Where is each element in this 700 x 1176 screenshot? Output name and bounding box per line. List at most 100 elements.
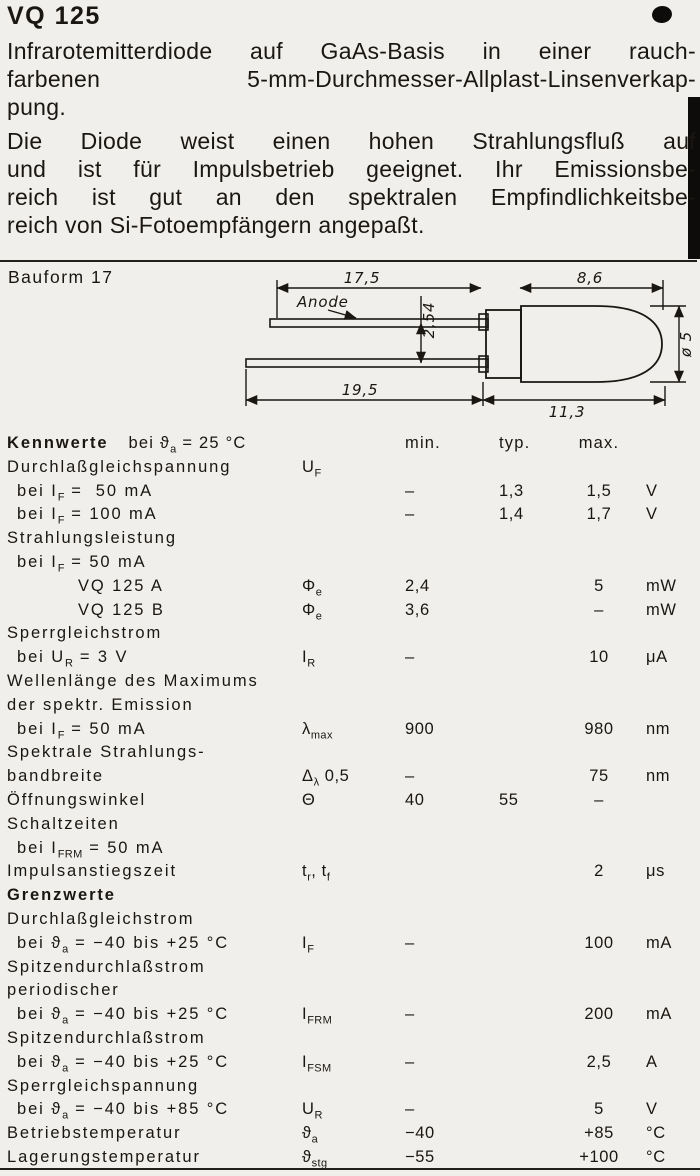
cell-min [395,456,475,480]
description: Infrarotemitterdiode auf GaAs-Basis in e… [7,37,696,239]
dim-label-19-5: 19,5 [342,381,379,399]
description-paragraph: Infrarotemitterdiode auf GaAs-Basis in e… [7,37,696,121]
part-number-title: VQ 125 [7,2,101,30]
cell-max [560,694,638,718]
cell-label: Öffnungswinkel [7,790,147,809]
cell-label: bei ϑa = −40 bis +25 °C [17,1052,230,1075]
cell-typ [475,622,560,646]
table-row: Durchlaßgleichstrom [0,908,700,932]
cell-max [560,1075,638,1099]
cell-unit: mA [646,1005,672,1024]
table-row: bei IFRM = 50 mA [0,837,700,861]
cell-min [395,979,475,1003]
kennwerte-title: Kennwerte [7,434,109,452]
cell-typ [475,551,560,575]
cell-typ [475,956,560,980]
description-line: farbenen 5-mm-Durchmesser-Allplast-Linse… [7,66,696,92]
cell-label: bei ϑa = −40 bis +85 °C [17,1100,230,1122]
cell-max [560,837,638,861]
cell-min: 3,6 [405,600,430,619]
cell-max [560,908,638,932]
cell-typ [475,718,560,742]
cell-min [395,908,475,932]
cell-min [395,551,475,575]
cell-symbol: λmax [302,719,333,741]
cell-min: – [405,933,415,952]
cell-max: 980 [584,719,614,738]
table-row: Spitzendurchlaßstrom [0,956,700,980]
cell-min [395,694,475,718]
col-header-max: max. [578,434,620,452]
cell-symbol: IF [302,933,315,956]
section-divider [0,260,697,262]
cell-symbol [290,956,395,980]
description-line: Die Diode weist einen hohen Strahlungsfl… [7,128,696,154]
dim-label-2-54: 2,54 [420,302,438,339]
cell-symbol [290,551,395,575]
cell-max: +100 [579,1147,619,1166]
cell-min: −55 [405,1147,435,1166]
table-section-header: Grenzwerte [0,884,700,908]
cell-symbol [290,1027,395,1051]
cell-min [395,622,475,646]
cell-typ [475,575,560,599]
cell-max: – [594,790,604,809]
cell-typ [475,1027,560,1051]
cell-label: Spitzendurchlaßstrom [7,957,206,976]
cell-unit: mW [646,600,677,619]
cell-unit: V [646,1100,658,1119]
cell-min: 40 [405,790,425,809]
dim-label-17-5: 17,5 [344,269,381,287]
dim-label-diameter: ø 5 [677,331,695,358]
cell-symbol [290,908,395,932]
cell-label: bei ϑa = −40 bis +25 °C [17,1005,230,1027]
cell-label: Durchlaßgleichspannung [7,457,232,476]
cell-symbol [290,432,395,456]
cell-min [395,527,475,551]
cell-label: der spektr. Emission [7,695,194,714]
cell-typ [475,1075,560,1099]
cell-symbol: UF [302,457,322,480]
cell-max [560,622,638,646]
cell-typ [475,456,560,480]
cell-unit: nm [646,719,671,738]
cell-typ [475,599,560,623]
cell-max [560,956,638,980]
description-line: reich von Si-Fotoempfängern angepaßt. [7,212,425,238]
cell-unit: V [646,481,658,500]
cell-symbol [290,813,395,837]
cell-min [395,1075,475,1099]
cell-symbol: ϑa [302,1124,319,1146]
cell-unit [638,908,700,932]
cell-symbol: IR [302,648,316,670]
cell-typ [475,1122,560,1146]
col-header-typ: typ. [499,434,531,452]
cell-typ: 1,3 [499,481,524,500]
cell-min: 900 [405,719,435,738]
cell-unit: °C [646,1124,666,1143]
cell-typ [475,694,560,718]
cell-max [560,884,638,908]
table-row: bei IF = 50 mA [0,551,700,575]
cell-symbol [290,622,395,646]
cell-max: 2,5 [586,1052,612,1071]
table-row: Schaltzeiten [0,813,700,837]
cell-label: Spitzendurchlaßstrom [7,1028,206,1047]
cell-label: Grenzwerte [7,886,116,905]
cell-symbol [290,884,395,908]
cell-max [560,670,638,694]
bauform-label: Bauform 17 [8,267,114,287]
cell-max: 100 [584,933,614,952]
cell-typ [475,813,560,837]
